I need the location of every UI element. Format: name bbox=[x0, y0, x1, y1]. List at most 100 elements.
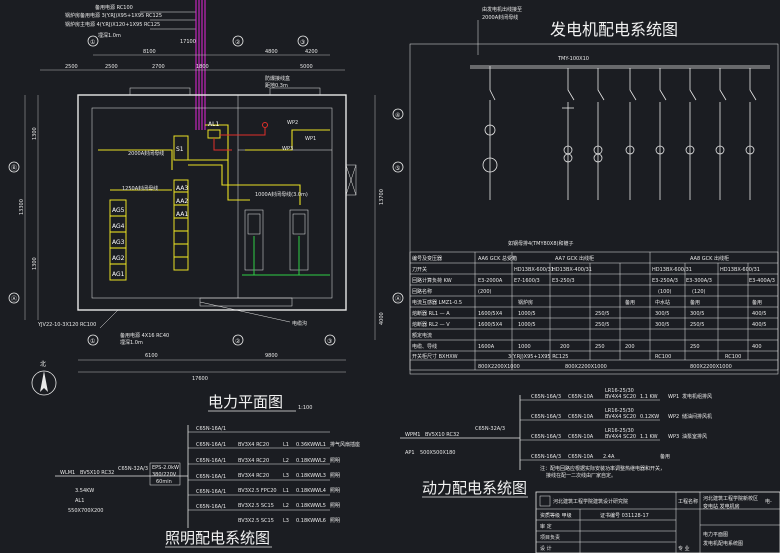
svg-text:BV4X4 SC20: BV4X4 SC20 bbox=[605, 414, 636, 420]
svg-text:C65N-16A/3: C65N-16A/3 bbox=[531, 454, 561, 460]
svg-text:1600A: 1600A bbox=[478, 344, 495, 350]
svg-text:L2: L2 bbox=[283, 503, 289, 509]
svg-text:LR16-25/30: LR16-25/30 bbox=[605, 428, 634, 434]
motor-row: C65N-16A/3 C65N-10A LR16-25/30 BV4X4 SC2… bbox=[520, 408, 712, 421]
row-header: 开关柜尺寸 BXHXW bbox=[412, 353, 458, 360]
svg-text:C65N-16A/1: C65N-16A/1 bbox=[196, 474, 226, 480]
svg-text:发电机组排风: 发电机组排风 bbox=[682, 393, 712, 400]
motor-row: C65N-16A/3 C65N-10A LR16-25/30 BV4X4 SC2… bbox=[520, 428, 707, 441]
row-header: 回路计算负荷 KW bbox=[412, 277, 452, 284]
svg-text:60min: 60min bbox=[156, 479, 172, 485]
dimension: 1800 bbox=[196, 64, 209, 70]
svg-text:0.12KW: 0.12KW bbox=[640, 414, 659, 420]
svg-text:BV3X2.5 FPC20: BV3X2.5 FPC20 bbox=[238, 488, 277, 494]
cable-label: 埋深1.0m bbox=[98, 32, 121, 39]
svg-text:0.18KW: 0.18KW bbox=[296, 458, 315, 464]
axis-label: ④ bbox=[395, 112, 400, 119]
group-header: AA8 GCK 出线柜 bbox=[690, 255, 729, 262]
svg-text:250/5: 250/5 bbox=[690, 322, 704, 328]
svg-text:200: 200 bbox=[560, 344, 570, 350]
svg-text:WL3: WL3 bbox=[315, 473, 326, 479]
svg-text:300/5: 300/5 bbox=[655, 322, 669, 328]
row-header: 熔断器 RL2 — V bbox=[412, 321, 450, 328]
svg-text:E3-400A/3: E3-400A/3 bbox=[749, 278, 775, 284]
svg-text:WL2: WL2 bbox=[315, 458, 326, 464]
row-header: 电缆、导线 bbox=[412, 343, 437, 350]
svg-text:250: 250 bbox=[690, 344, 700, 350]
generator-system-title: 发电机配电系统图 bbox=[550, 20, 678, 39]
svg-text:0.18KW: 0.18KW bbox=[296, 473, 315, 479]
svg-text:WL5: WL5 bbox=[315, 503, 326, 509]
feeder-label: C65N-32A/3 bbox=[475, 426, 505, 432]
svg-text:400: 400 bbox=[752, 344, 762, 350]
lighting-system-title: 照明配电系统图 bbox=[165, 529, 270, 547]
svg-text:1.1 KW: 1.1 KW bbox=[640, 434, 658, 440]
lighting-row: C65N-16A/1 BV3X2.5 FPC20 L1 0.18KW WL4 照… bbox=[188, 474, 340, 494]
svg-text:1600/5X4: 1600/5X4 bbox=[478, 311, 502, 317]
dimension: 8100 bbox=[143, 49, 156, 55]
svg-text:1600/5X4: 1600/5X4 bbox=[478, 322, 502, 328]
svg-text:BV3X4 RC20: BV3X4 RC20 bbox=[238, 442, 269, 448]
dimension: 4200 bbox=[305, 49, 318, 55]
room-wall bbox=[77, 94, 347, 311]
svg-text:照明: 照明 bbox=[330, 458, 340, 464]
svg-text:BV4X4 SC20: BV4X4 SC20 bbox=[605, 394, 636, 400]
svg-text:RC100: RC100 bbox=[725, 354, 741, 360]
svg-text:E3-2000A: E3-2000A bbox=[478, 278, 503, 284]
svg-text:备用: 备用 bbox=[690, 299, 700, 306]
svg-text:C65N-16A/3: C65N-16A/3 bbox=[531, 414, 561, 420]
group-header: AA7 GCK 出线柜 bbox=[555, 255, 594, 262]
equip-label: 电缆沟 bbox=[292, 320, 307, 327]
svg-text:WL1: WL1 bbox=[315, 442, 326, 448]
svg-text:备用: 备用 bbox=[625, 299, 635, 306]
cable-label: 锅炉房备用电源 3(Y.RJ)X95+1X95 RC125 bbox=[65, 12, 162, 19]
svg-text:E3-300A/3: E3-300A/3 bbox=[686, 278, 712, 284]
lighting-box bbox=[207, 129, 221, 139]
motor-row: C65N-16A/3 C65N-10A LR16-25/30 BV4X4 SC2… bbox=[520, 388, 712, 401]
axis-label: ③ bbox=[300, 39, 305, 46]
svg-text:250/5: 250/5 bbox=[595, 322, 609, 328]
svg-text:北: 北 bbox=[40, 360, 46, 368]
generator-system: 发电机配电系统图 由发电机出线接至 2000A封闭母线 TMY-100X10 bbox=[409, 6, 779, 375]
institute-logo-icon bbox=[539, 495, 551, 507]
axis-label: Ⓑ bbox=[11, 164, 17, 172]
svg-text:300/5: 300/5 bbox=[655, 311, 669, 317]
motor-row: C65N-16A/3 C65N-10A 2.4A 备用 bbox=[520, 453, 670, 461]
dimension: 2500 bbox=[65, 64, 78, 70]
title-block: 河北建筑工程学院建筑设计研究院 资质等级 甲级 证书编号 031128-17 审… bbox=[535, 491, 780, 553]
motor-note: 接线在配一二次线由厂家自定。 bbox=[546, 472, 616, 479]
lighting-row: C65N-16A/1 BV3X2.5 SC15 L2 0.18KW WL5 照明 bbox=[188, 489, 340, 509]
bus-label: 2000A封闭母线 bbox=[128, 150, 164, 157]
svg-text:BV3X2.5 SC15: BV3X2.5 SC15 bbox=[238, 518, 274, 524]
svg-text:C65N-10A: C65N-10A bbox=[568, 454, 594, 460]
feeder-columns bbox=[562, 68, 757, 200]
generator-table: AA6 GCK 总受箱 AA7 GCK 出线柜 AA8 GCK 出线柜 编号及变… bbox=[409, 251, 779, 371]
svg-text:(120): (120) bbox=[692, 289, 705, 295]
svg-text:400/5: 400/5 bbox=[752, 311, 766, 317]
svg-text:2.4A: 2.4A bbox=[603, 454, 615, 460]
svg-text:WL4: WL4 bbox=[315, 488, 326, 494]
axis-label: ⑤ bbox=[395, 165, 400, 172]
dimension: 5000 bbox=[300, 64, 313, 70]
sheet-no: 电- bbox=[765, 498, 772, 505]
pit-note: 距地0.3m bbox=[265, 82, 288, 89]
dimension: 17600 bbox=[192, 376, 208, 382]
svg-text:②: ② bbox=[235, 338, 241, 345]
dimension: 13300 bbox=[19, 199, 25, 215]
institute-name: 河北建筑工程学院建筑设计研究院 bbox=[553, 498, 628, 505]
svg-text:HD13BX-400/31: HD13BX-400/31 bbox=[552, 267, 592, 273]
lighting-row: C65N-16A/1 BV3X2.5 SC15 L3 0.18KW WL6 照明 bbox=[188, 504, 340, 524]
motor-system: WPM1 BV5X10 RC32 C65N-32A/3 AP1 500X500X… bbox=[400, 388, 712, 498]
svg-text:0.18KW: 0.18KW bbox=[296, 518, 315, 524]
panel-label: AG4 bbox=[112, 223, 125, 230]
group-header: AA6 GCK 总受箱 bbox=[478, 255, 517, 262]
svg-text:C65N-16A/1: C65N-16A/1 bbox=[196, 458, 226, 464]
svg-text:WL6: WL6 bbox=[315, 518, 326, 524]
svg-text:储油间排风机: 储油间排风机 bbox=[682, 413, 712, 420]
gen-note: 由发电机出线接至 bbox=[482, 6, 522, 13]
svg-text:1000: 1000 bbox=[518, 344, 531, 350]
row-header: 电流互感器 LMZ1-0.5 bbox=[412, 299, 462, 306]
motor-system-title: 动力配电系统图 bbox=[422, 479, 527, 497]
svg-text:0.18KW: 0.18KW bbox=[296, 488, 315, 494]
svg-text:250/5: 250/5 bbox=[595, 311, 609, 317]
